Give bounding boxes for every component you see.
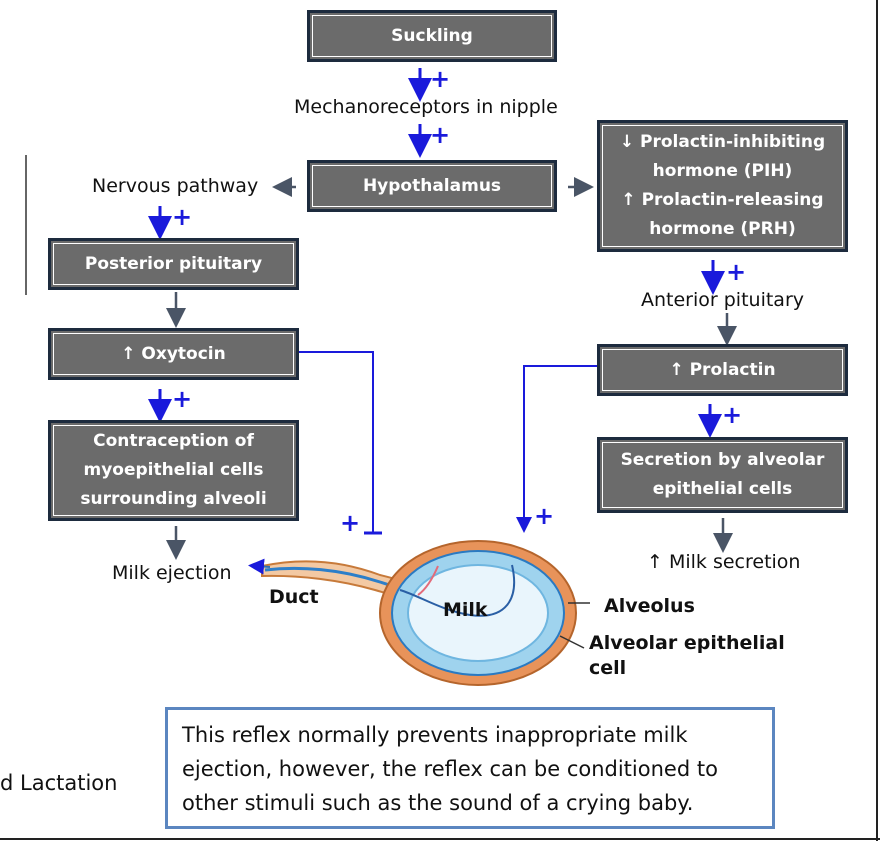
milk-secretion-label: ↑ Milk secretion	[647, 551, 801, 573]
note-line-2: ejection, however, the reflex can be con…	[182, 757, 718, 781]
contraction-box: Contraception of myoepithelial cells sur…	[48, 420, 299, 521]
milk-label: Milk	[443, 599, 488, 621]
right-edge-border	[876, 0, 878, 841]
secretion-label-2: epithelial cells	[652, 479, 793, 499]
plus-sign-prolactin: +	[534, 502, 555, 530]
prolactin-box: ↑ Prolactin	[597, 344, 848, 396]
reflex-note: This reflex normally prevents inappropri…	[165, 707, 775, 829]
hypothalamus-label: Hypothalamus	[362, 175, 502, 196]
prolactin-label: ↑ Prolactin	[669, 359, 776, 380]
plus-sign-1: +	[430, 65, 451, 93]
contraction-label-1: Contraception of	[93, 431, 254, 451]
note-line-3: other stimuli such as the sound of a cry…	[182, 791, 694, 815]
milk-ejection-label: Milk ejection	[112, 562, 232, 584]
plus-sign-2: +	[430, 121, 451, 149]
oxytocin-box: ↑ Oxytocin	[48, 328, 299, 380]
bottom-edge-border	[0, 838, 880, 840]
pih-label: ↓ Prolactin-inhibiting	[619, 132, 826, 152]
suckling-box: Suckling	[307, 10, 557, 62]
plus-sign-4: +	[726, 258, 747, 286]
anterior-pituitary-label: Anterior pituitary	[641, 289, 805, 311]
side-caption: d Lactation	[0, 771, 118, 795]
note-line-1: This reflex normally prevents inappropri…	[182, 723, 688, 747]
pih-prh-box: ↓ Prolactin-inhibiting hormone (PIH) ↑ P…	[597, 120, 848, 252]
contraction-label-3: surrounding alveoli	[80, 489, 267, 509]
prh-label: ↑ Prolactin-releasing	[621, 190, 824, 210]
plus-sign-oxytocin: +	[340, 509, 361, 537]
plus-sign-6: +	[722, 401, 743, 429]
oxytocin-label: ↑ Oxytocin	[121, 343, 226, 364]
prh-label-2: hormone (PRH)	[649, 219, 796, 239]
plus-sign-3: +	[172, 203, 193, 231]
mechanoreceptors-label: Mechanoreceptors in nipple	[294, 96, 558, 118]
secretion-label-1: Secretion by alveolar	[620, 450, 825, 470]
line-prolactin-alveolus	[516, 365, 598, 533]
alveolus-label: Alveolus	[604, 595, 695, 617]
nervous-pathway-label: Nervous pathway	[92, 175, 259, 197]
alveolus-illustration	[248, 540, 590, 686]
suckling-label: Suckling	[391, 25, 473, 46]
hypothalamus-box: Hypothalamus	[307, 160, 557, 212]
contraction-label-2: myoepithelial cells	[83, 460, 264, 480]
posterior-pituitary-label: Posterior pituitary	[84, 253, 263, 274]
posterior-pituitary-box: Posterior pituitary	[48, 238, 299, 290]
line-oxytocin-alveolus	[298, 351, 374, 532]
plus-sign-5: +	[172, 385, 193, 413]
alveolar-cell-label-2: cell	[589, 657, 627, 679]
pih-label-2: hormone (PIH)	[652, 161, 793, 181]
secretion-box: Secretion by alveolar epithelial cells	[597, 437, 848, 513]
alveolar-cell-label-1: Alveolar epithelial	[589, 632, 785, 654]
duct-label: Duct	[269, 586, 319, 608]
